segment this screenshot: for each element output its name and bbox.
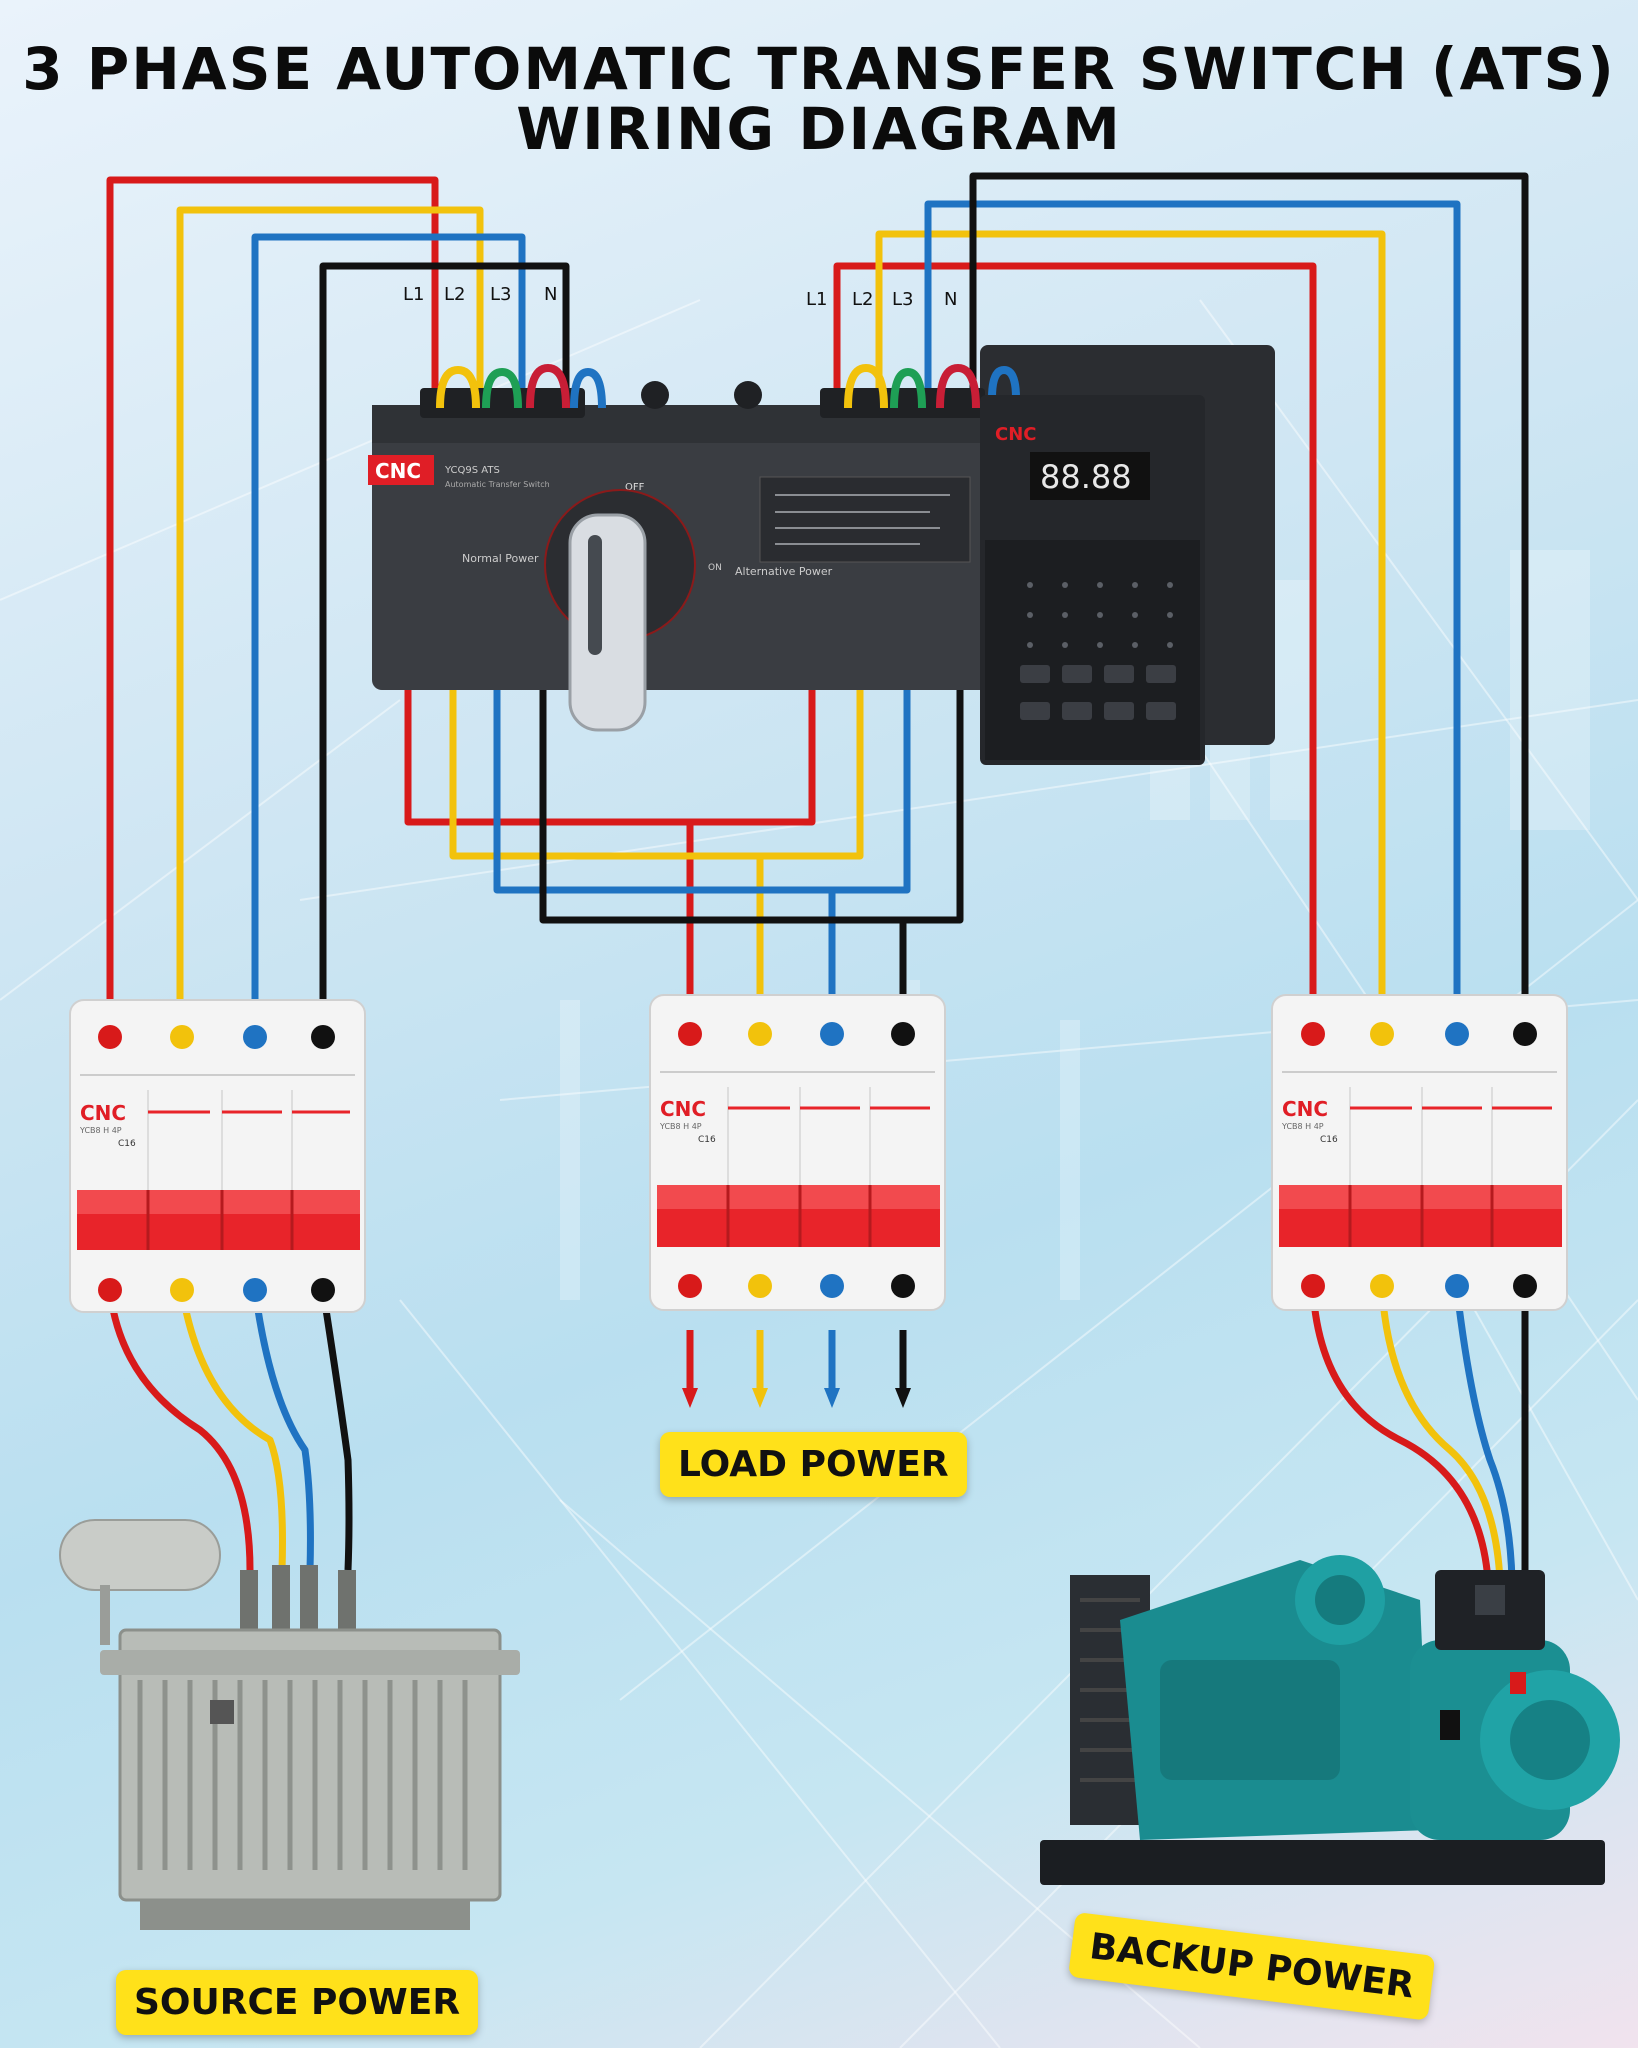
ats-normal-power-label: Normal Power xyxy=(462,552,539,565)
breaker-backup-model: YCB8 H 4P xyxy=(1281,1122,1324,1131)
wire-load-l2-a xyxy=(449,690,764,1030)
wire-source-l1 xyxy=(106,176,439,1030)
ats-controller-brand: CNC xyxy=(995,424,1036,445)
wire-load-l3-b xyxy=(832,690,911,894)
breaker-source-rating: C16 xyxy=(118,1139,136,1149)
ats-controller-button[interactable] xyxy=(1104,665,1134,683)
ats-controller-button[interactable] xyxy=(1020,665,1050,683)
arrow-down-icon xyxy=(682,1388,698,1408)
ats-left-terminal-l3: L3 xyxy=(490,284,511,305)
breaker-source-model: YCB8 H 4P xyxy=(79,1126,122,1135)
wire-transformer-l2 xyxy=(178,1289,286,1571)
ats-controller-button[interactable] xyxy=(1146,702,1176,720)
source-power-label: SOURCE POWER xyxy=(116,1970,479,2035)
breaker-load-brand: CNC xyxy=(660,1097,706,1121)
ats-brand-logo: CNC xyxy=(375,459,421,483)
ats-controller-button[interactable] xyxy=(1104,702,1134,720)
ats-left-terminal-l1: L1 xyxy=(403,284,424,305)
wire-load-l2-b xyxy=(760,690,864,860)
breaker-load: CNC YCB8 H 4P C16 xyxy=(649,994,946,1311)
ats-controller-button[interactable] xyxy=(1020,702,1050,720)
wire-transformer-l3 xyxy=(251,1289,314,1571)
ats-model: YCQ9S ATS xyxy=(444,465,500,476)
ats-on-right-label: ON xyxy=(708,563,722,573)
wire-load-n-b xyxy=(903,690,964,924)
ats-product-name: Automatic Transfer Switch xyxy=(445,480,550,489)
wire-generator-l1 xyxy=(1309,1289,1492,1581)
breaker-load-model: YCB8 H 4P xyxy=(659,1122,702,1131)
ats-alternative-power-label: Alternative Power xyxy=(735,565,833,578)
ats-controller-button[interactable] xyxy=(1062,702,1092,720)
wire-load-l3-a xyxy=(493,690,836,1030)
ats-right-terminal-l3: L3 xyxy=(892,289,913,310)
wire-load-l1-b xyxy=(690,690,816,826)
wire-backup-l2 xyxy=(875,230,1386,1030)
ats-right-terminal-l2: L2 xyxy=(852,289,873,310)
wire-load-n-a xyxy=(539,690,907,1030)
breaker-backup-rating: C16 xyxy=(1320,1135,1338,1145)
wire-generator-l2 xyxy=(1378,1289,1504,1581)
load-power-label: LOAD POWER xyxy=(660,1432,967,1497)
diagram-title-line-2: WIRING DIAGRAM xyxy=(516,95,1122,163)
breaker-source-brand: CNC xyxy=(80,1101,126,1125)
arrow-down-icon xyxy=(824,1388,840,1408)
ats-controller-button[interactable] xyxy=(1062,665,1092,683)
ats-display-reading: 88.88 xyxy=(1040,458,1132,496)
wire-transformer-n xyxy=(319,1289,353,1571)
wire-source-l2 xyxy=(176,206,484,1030)
wire-backup-l1 xyxy=(833,262,1317,1030)
wire-backup-n xyxy=(969,172,1529,1030)
wire-source-l3 xyxy=(251,233,526,1030)
diagram-title-line-1: 3 PHASE AUTOMATIC TRANSFER SWITCH (ATS) xyxy=(22,35,1616,103)
breaker-source: CNC YCB8 H 4P C16 xyxy=(69,999,366,1313)
ats-right-terminal-n: N xyxy=(944,289,957,310)
ats-right-terminal-l1: L1 xyxy=(806,289,827,310)
breaker-backup-brand: CNC xyxy=(1282,1097,1328,1121)
wire-generator-l3 xyxy=(1453,1289,1516,1581)
wire-backup-l3 xyxy=(924,200,1461,1030)
wire-source-n xyxy=(319,262,570,1030)
arrow-down-icon xyxy=(752,1388,768,1408)
breaker-load-rating: C16 xyxy=(698,1135,716,1145)
ats-left-terminal-n: N xyxy=(544,284,557,305)
wire-transformer-l1 xyxy=(106,1289,254,1571)
breaker-backup: CNC YCB8 H 4P C16 xyxy=(1271,994,1568,1311)
ats-left-terminal-l2: L2 xyxy=(444,284,465,305)
ats-controller-button[interactable] xyxy=(1146,665,1176,683)
arrow-down-icon xyxy=(895,1388,911,1408)
wire-load-l1-a xyxy=(404,690,694,1030)
ats-off-label: OFF xyxy=(625,482,645,493)
